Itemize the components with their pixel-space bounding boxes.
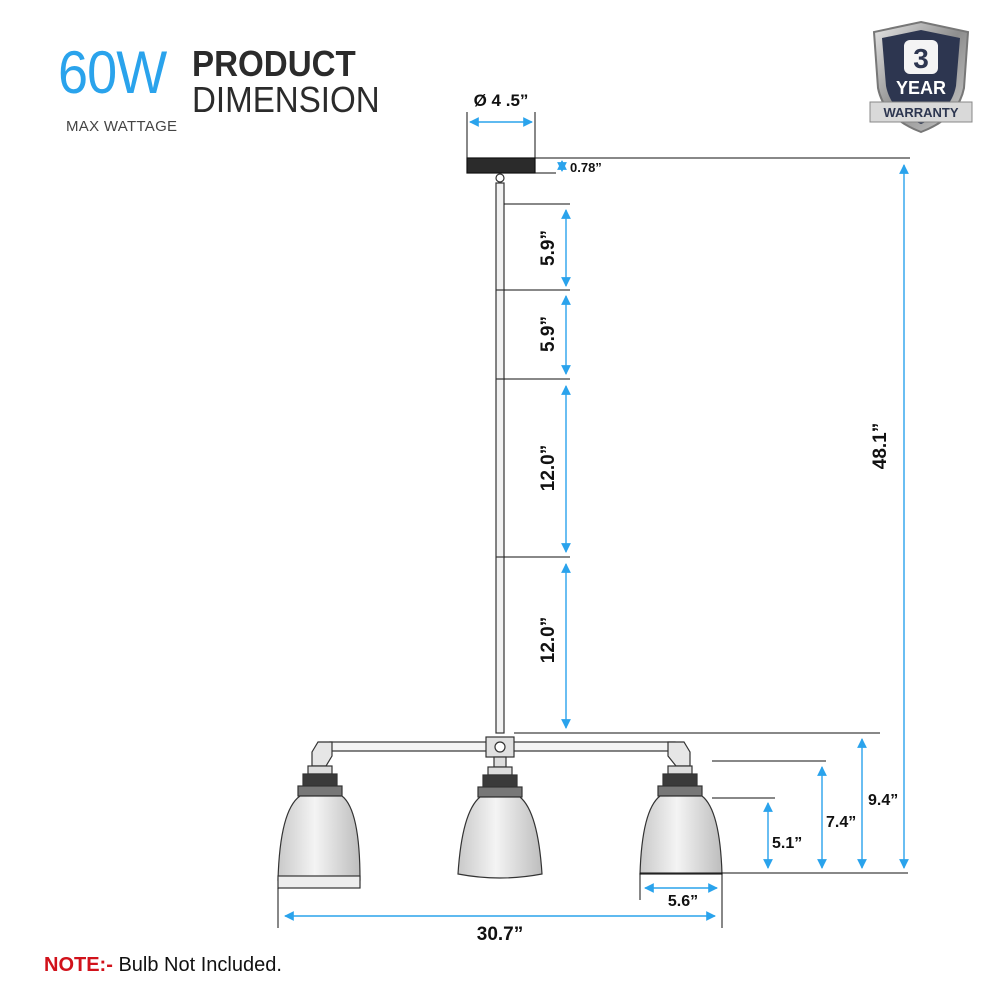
shade-width-label: 5.6” bbox=[668, 893, 698, 910]
badge-number: 3 bbox=[913, 43, 929, 74]
overall-height-label: 48.1” bbox=[870, 423, 891, 469]
rod-2-label: 5.9” bbox=[538, 316, 559, 352]
canopy bbox=[466, 157, 536, 174]
lamp-center bbox=[457, 766, 543, 879]
rod-4-label: 12.0” bbox=[538, 617, 559, 663]
lamp-right bbox=[639, 765, 723, 875]
wattage-label: 60W bbox=[58, 39, 167, 106]
badge-year: YEAR bbox=[896, 78, 946, 98]
note-label: NOTE:- bbox=[44, 954, 113, 976]
page-title-line2: DIMENSION bbox=[192, 79, 380, 120]
reference-lines bbox=[277, 112, 910, 928]
dimension-arrows bbox=[284, 117, 909, 921]
rod bbox=[495, 182, 505, 734]
canopy-diameter-label: Ø 4 .5” bbox=[474, 91, 529, 110]
shade-height-label: 5.1” bbox=[772, 835, 802, 852]
note-text: Bulb Not Included. bbox=[112, 954, 282, 976]
lamp-left bbox=[277, 765, 361, 889]
rod-3-label: 12.0” bbox=[538, 445, 559, 491]
page-title: PRODUCT bbox=[192, 43, 356, 84]
wattage-subtitle: MAX WATTAGE bbox=[66, 118, 178, 135]
bulb-note: NOTE:- Bulb Not Included. bbox=[44, 954, 282, 977]
warranty-shield-icon: 3 YEAR WARRANTY bbox=[869, 20, 973, 134]
overall-width-label: 30.7” bbox=[477, 924, 523, 945]
badge-warranty: WARRANTY bbox=[883, 105, 958, 120]
rod-1-label: 5.9” bbox=[538, 230, 559, 266]
canopy-height-label: 0.78” bbox=[570, 160, 602, 175]
fixture-drawing bbox=[277, 157, 723, 889]
arm-height-label: 9.4” bbox=[868, 792, 898, 809]
socket-height-label: 7.4” bbox=[826, 814, 856, 831]
